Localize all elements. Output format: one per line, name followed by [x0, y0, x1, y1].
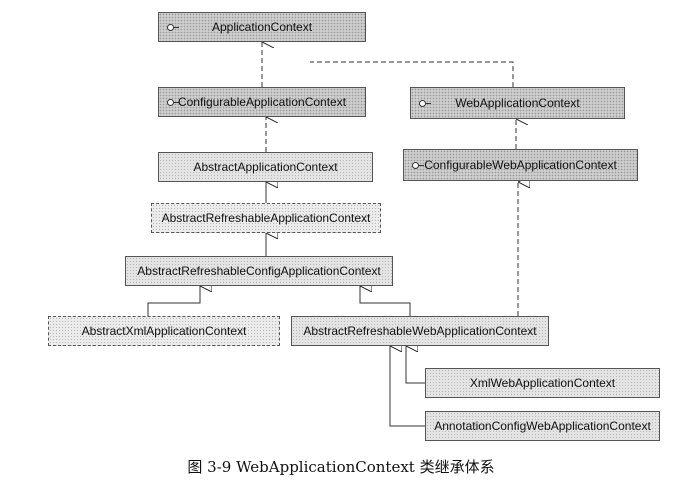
node-configurable-web-application-context: ConfigurableWebApplicationContext — [403, 149, 638, 181]
node-label: AbstractRefreshableApplicationContext — [161, 211, 371, 225]
node-abstract-refreshable-config-application-context: AbstractRefreshableConfigApplicationCont… — [125, 256, 393, 286]
node-label: AbstractRefreshableWebApplicationContext — [303, 324, 537, 338]
figure-caption: 图 3-9 WebApplicationContext 类继承体系 — [187, 458, 495, 476]
interface-icon — [167, 99, 179, 106]
edge-refreshableweb-to-refreshableconfig — [359, 286, 411, 316]
node-abstract-refreshable-application-context: AbstractRefreshableApplicationContext — [151, 203, 381, 233]
node-label: ApplicationContext — [211, 20, 313, 34]
node-label: ConfigurableApplicationContext — [177, 95, 347, 109]
edge-xmlweb-to-refreshableweb — [405, 346, 425, 384]
node-label: AbstractApplicationContext — [193, 160, 338, 174]
interface-icon — [419, 100, 431, 107]
node-label: AnnotationConfigWebApplicationContext — [434, 419, 651, 433]
node-annotation-config-web-application-context: AnnotationConfigWebApplicationContext — [425, 411, 660, 441]
node-label: AbstractRefreshableConfigApplicationCont… — [137, 264, 381, 278]
node-abstract-application-context: AbstractApplicationContext — [158, 152, 373, 182]
node-abstract-refreshable-web-application-context: AbstractRefreshableWebApplicationContext — [291, 316, 549, 346]
node-label: XmlWebApplicationContext — [469, 376, 616, 390]
interface-icon — [412, 162, 424, 169]
node-web-application-context: WebApplicationContext — [410, 87, 625, 119]
edge-web-to-appcontext — [310, 61, 514, 87]
node-configurable-application-context: ConfigurableApplicationContext — [158, 87, 366, 117]
edge-xml-to-refreshableconfig — [147, 286, 200, 316]
edge-annotation-to-refreshableweb — [389, 346, 425, 427]
node-label: ConfigurableWebApplicationContext — [424, 158, 617, 172]
node-xml-web-application-context: XmlWebApplicationContext — [425, 368, 660, 398]
node-abstract-xml-application-context: AbstractXmlApplicationContext — [48, 316, 280, 346]
interface-icon — [167, 24, 179, 31]
node-application-context: ApplicationContext — [158, 12, 366, 42]
node-label: AbstractXmlApplicationContext — [81, 324, 247, 338]
node-label: WebApplicationContext — [455, 96, 580, 110]
